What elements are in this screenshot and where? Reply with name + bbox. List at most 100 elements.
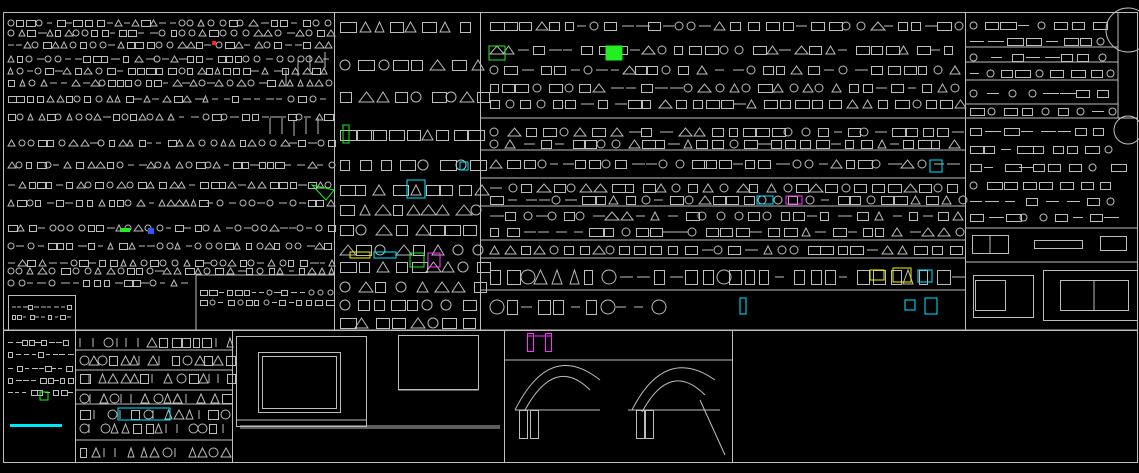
cad-block-symbol	[64, 29, 74, 37]
cad-block-symbol	[790, 65, 803, 75]
cad-block-symbol	[258, 139, 266, 147]
cad-block-symbol	[54, 113, 62, 121]
cad-block-symbol	[706, 228, 719, 237]
cad-block-symbol	[27, 242, 35, 250]
cad-block-symbol	[174, 199, 185, 207]
cad-block-symbol	[197, 67, 207, 75]
cad-block-symbol	[845, 140, 854, 149]
cad-block-symbol	[533, 46, 545, 55]
cad-block-symbol	[57, 224, 65, 232]
cad-block-symbol	[1035, 69, 1044, 78]
cad-block-symbol	[736, 228, 750, 237]
cad-block-symbol	[56, 200, 64, 207]
cad-block-symbol	[129, 372, 140, 384]
cad-block-symbol	[153, 55, 161, 63]
cad-block-symbol	[421, 299, 433, 311]
cad-block-symbol	[44, 55, 52, 63]
cad-block-symbol	[715, 83, 725, 93]
cad-block-symbol	[902, 183, 919, 193]
cad-block-symbol	[1004, 108, 1018, 116]
cad-block-symbol	[1039, 213, 1048, 222]
cad-block-symbol	[477, 92, 490, 103]
cad-block-symbol	[228, 300, 235, 306]
cad-block-symbol	[138, 113, 147, 121]
cad-block-symbol	[62, 67, 72, 75]
cad-block-symbol	[490, 100, 500, 109]
cad-block-symbol	[538, 300, 551, 315]
cad-block-symbol	[615, 160, 627, 169]
cad-block-symbol	[8, 96, 17, 103]
cad-block-symbol	[169, 181, 180, 189]
cad-block-symbol	[133, 280, 141, 287]
cad-block-symbol	[393, 185, 409, 196]
cad-block-symbol	[970, 108, 985, 116]
cad-block-symbol	[648, 22, 661, 31]
cad-block-symbol	[198, 29, 207, 37]
cad-block-symbol	[1037, 21, 1046, 30]
cad-block-symbol	[783, 22, 794, 31]
cad-block-symbol	[324, 114, 334, 121]
cad-block-symbol	[1007, 38, 1024, 46]
cad-block-symbol	[128, 241, 136, 250]
cad-block-symbol	[95, 67, 103, 75]
cad-block-symbol	[1088, 163, 1097, 172]
cad-block-symbol	[97, 20, 105, 27]
cad-block-symbol	[573, 127, 587, 137]
cad-block-symbol	[871, 46, 883, 55]
cad-block-symbol	[1097, 90, 1109, 98]
cad-block-symbol	[970, 164, 982, 172]
cad-block-symbol	[247, 139, 257, 147]
cad-block-symbol	[315, 113, 324, 121]
cad-block-symbol	[315, 224, 323, 232]
cad-block-symbol	[784, 228, 798, 237]
cad-block-symbol	[579, 183, 593, 193]
cad-block-symbol	[445, 225, 461, 236]
cad-block-symbol	[768, 228, 780, 237]
cad-block-symbol	[937, 227, 951, 237]
cad-block-symbol	[1022, 108, 1033, 116]
cad-block-symbol	[954, 99, 967, 109]
cad-block-symbol	[820, 212, 829, 221]
cad-block-symbol	[8, 378, 13, 384]
cad-block-symbol	[63, 161, 72, 169]
cad-block-symbol	[162, 267, 172, 275]
cad-block-symbol	[186, 139, 195, 147]
cad-block-symbol	[621, 227, 631, 237]
cad-block-symbol	[102, 30, 109, 37]
people-symbols	[8, 336, 236, 458]
cad-block-symbol	[93, 113, 102, 121]
cad-block-symbol	[674, 46, 683, 55]
cad-block-symbol	[756, 128, 770, 137]
cad-block-symbol	[850, 246, 864, 255]
cad-block-symbol	[537, 159, 547, 169]
cad-block-symbol	[838, 246, 848, 255]
cad-block-symbol	[155, 113, 164, 121]
cad-block-symbol	[281, 290, 288, 296]
cad-block-symbol	[49, 224, 57, 232]
cad-block-symbol	[406, 204, 421, 216]
cad-block-symbol	[38, 352, 44, 358]
cad-block-symbol	[373, 204, 393, 216]
cad-block-symbol	[393, 205, 403, 216]
cad-block-symbol	[325, 79, 333, 87]
cad-block-symbol	[84, 96, 91, 103]
cad-block-symbol	[246, 243, 252, 250]
cad-block-symbol	[1055, 214, 1068, 222]
cad-block-symbol	[625, 184, 634, 193]
cad-block-symbol	[138, 182, 147, 189]
cad-block-symbol	[271, 20, 278, 27]
cad-block-symbol	[489, 244, 500, 255]
cad-block-symbol	[133, 224, 144, 232]
cad-block-symbol	[202, 338, 212, 348]
cad-block-symbol	[985, 22, 999, 30]
cad-block-symbol	[696, 83, 713, 93]
cad-block-symbol	[440, 185, 453, 196]
cad-block-symbol	[294, 242, 302, 250]
cad-block-symbol	[181, 338, 191, 348]
cad-block-symbol	[166, 242, 174, 250]
cad-block-symbol	[947, 184, 958, 193]
cad-block-symbol	[7, 198, 15, 207]
cad-block-symbol	[696, 140, 708, 149]
